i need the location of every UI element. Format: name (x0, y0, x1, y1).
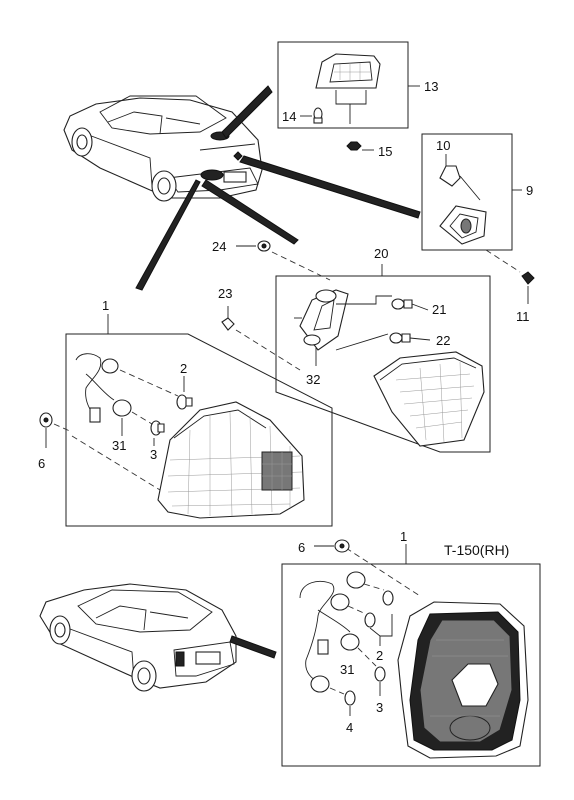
callout-1-top: 1 (102, 298, 109, 313)
grommet-6-bottom (314, 539, 350, 553)
callout-21: 21 (432, 302, 446, 317)
callout-24: 24 (212, 239, 226, 254)
grommet-6-top (39, 412, 73, 448)
callout-32: 32 (306, 372, 320, 387)
inboard-lamp-group (275, 264, 491, 453)
callout-22: 22 (436, 333, 450, 348)
callout-20: 20 (374, 246, 388, 261)
variant-title: T-150(RH) (444, 542, 509, 558)
callout-3-bottom: 3 (376, 700, 383, 715)
callout-11: 11 (516, 309, 530, 324)
callout-23: 23 (218, 286, 232, 301)
license-lamp-group (421, 133, 535, 304)
sedan-illustration-top (63, 95, 263, 202)
callout-14: 14 (282, 109, 296, 124)
callout-3-top: 3 (150, 447, 157, 462)
callout-31-bottom: 31 (340, 662, 354, 677)
callout-6-top: 6 (38, 456, 45, 471)
callout-1-bottom: 1 (400, 529, 407, 544)
pointer-wedges-top (135, 85, 421, 291)
rear-combination-lamp-group-top (65, 314, 333, 527)
high-mount-stop-lamp-group (277, 41, 420, 151)
callout-15: 15 (378, 144, 392, 159)
callout-13: 13 (424, 79, 438, 94)
callout-6-bottom: 6 (298, 540, 305, 555)
callout-10: 10 (436, 138, 450, 153)
callout-9: 9 (526, 183, 533, 198)
rear-combination-lamp-group-rh (281, 544, 541, 767)
callout-2-top: 2 (180, 361, 187, 376)
fasteners-24-23 (221, 240, 331, 371)
callout-2-bottom: 2 (376, 648, 383, 663)
callout-31-top: 31 (112, 438, 126, 453)
callout-4: 4 (346, 720, 353, 735)
sedan-illustration-bottom (39, 583, 277, 692)
